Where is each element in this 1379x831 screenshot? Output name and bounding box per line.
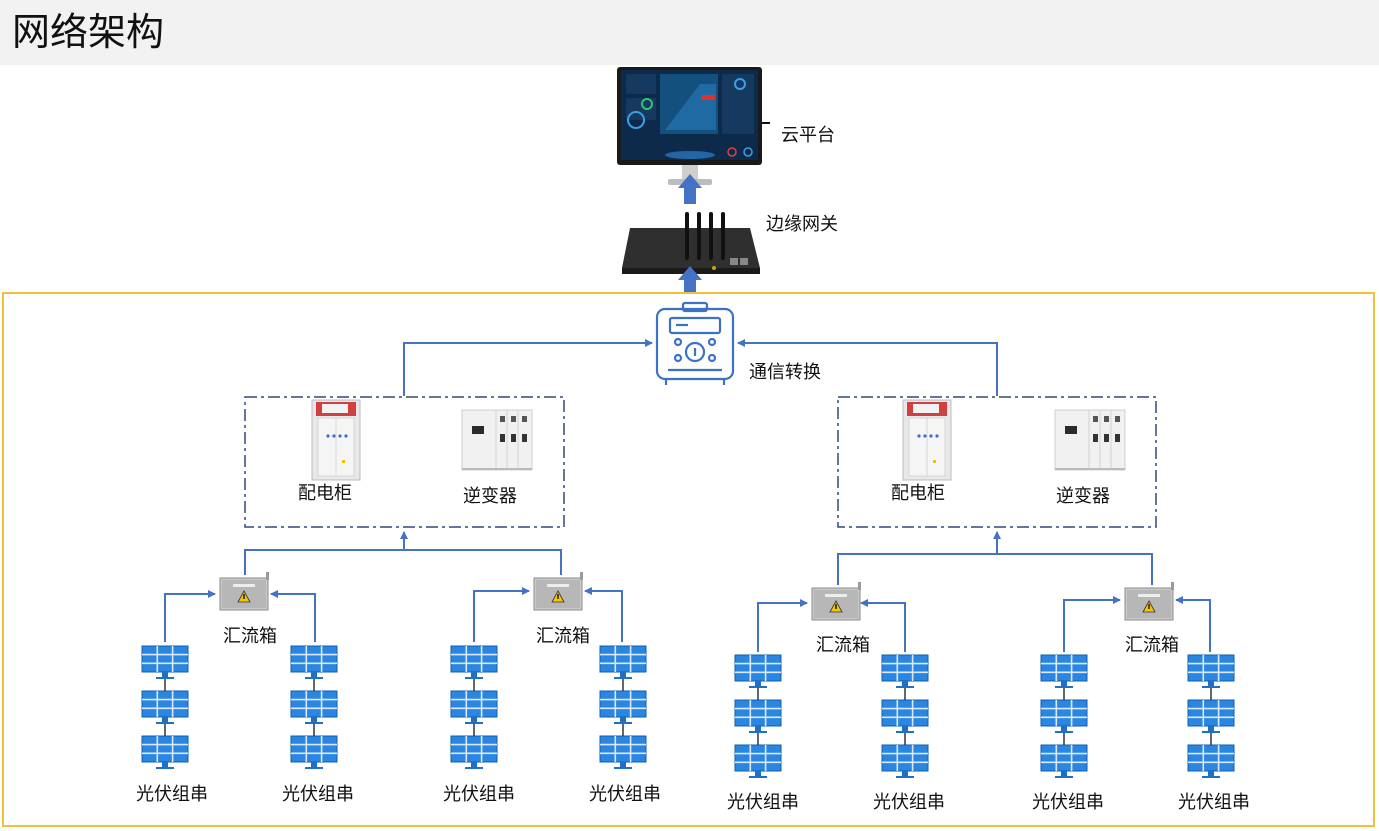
combiner-label: 汇流箱 [223, 626, 277, 647]
pv-column [290, 645, 338, 770]
uplink-arrow-cloud [678, 174, 702, 204]
pv-string-label: 光伏组串 [282, 784, 354, 805]
link-left-group-to-converter [403, 339, 653, 396]
uplink-arrow-gateway [678, 266, 702, 292]
converter-label: 通信转换 [749, 362, 821, 383]
pv-column [1187, 654, 1235, 779]
edge-gateway-label: 边缘网关 [766, 214, 838, 235]
inverter-group-right [837, 396, 1157, 528]
pv-column [881, 654, 929, 779]
combiner-label: 汇流箱 [1125, 635, 1179, 656]
cloud-platform-label: 云平台 [781, 125, 835, 146]
site-boundary-frame [2, 292, 1375, 827]
cabinet-icon [902, 399, 952, 481]
link-right-group-to-converter [737, 339, 998, 396]
pv-column [1040, 654, 1088, 779]
cabinet-label: 配电柜 [298, 483, 352, 504]
pv-string-label: 光伏组串 [727, 792, 799, 813]
combiner-box-icon [219, 571, 270, 611]
gateway-router-icon [622, 212, 760, 274]
pv-string-label: 光伏组串 [136, 784, 208, 805]
inverter-icon [1054, 409, 1126, 471]
inverter-group-left [244, 396, 565, 528]
pv-column [734, 654, 782, 779]
pv-column [599, 645, 647, 770]
pv-string-label: 光伏组串 [1178, 792, 1250, 813]
combiner-box-icon [811, 581, 862, 621]
cabinet-label: 配电柜 [891, 483, 945, 504]
combiner-label: 汇流箱 [816, 635, 870, 656]
pv-string-label: 光伏组串 [589, 784, 661, 805]
inverter-label: 逆变器 [463, 486, 517, 507]
combiner-label: 汇流箱 [536, 626, 590, 647]
pv-column [141, 645, 189, 770]
cabinet-icon [311, 399, 361, 481]
bus-right [837, 553, 1153, 585]
pv-string-label: 光伏组串 [443, 784, 515, 805]
inverter-label: 逆变器 [1056, 486, 1110, 507]
converter-device-icon [655, 301, 735, 385]
bus-left [244, 549, 562, 575]
combiner-box-icon [1124, 581, 1175, 621]
monitor-icon [617, 67, 770, 185]
combiner-box-icon [533, 571, 584, 611]
pv-column [450, 645, 498, 770]
inverter-icon [461, 409, 533, 471]
page-title: 网络架构 [12, 10, 165, 54]
pv-string-label: 光伏组串 [1032, 792, 1104, 813]
pv-string-label: 光伏组串 [873, 792, 945, 813]
header-bar: 网络架构 [0, 0, 1379, 65]
